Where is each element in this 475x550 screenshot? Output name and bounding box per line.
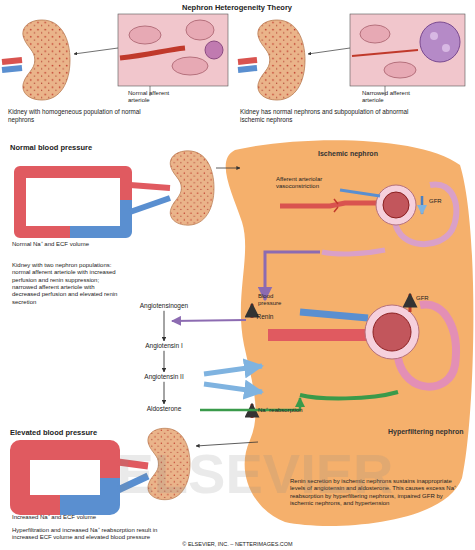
text-label: GFR [416, 295, 436, 302]
text-label: Elevated blood pressure [10, 428, 130, 437]
text-label: Hyperfiltration and increased Na⁺ reabso… [12, 527, 170, 542]
ischemic-nephron-drawing [280, 184, 456, 254]
text-label: Na⁺ reabsorption [258, 407, 318, 414]
text-label: Kidney has normal nephrons and subpopula… [240, 108, 430, 123]
text-label: Increased Na⁺ and ECF volume [12, 514, 112, 521]
zoom-arrow [74, 48, 118, 54]
vein-loop [70, 200, 126, 232]
afferent-arteriole [280, 203, 378, 206]
watermark: ELSEVIER [95, 440, 415, 508]
text-label: Narrowed afferent arteriole [362, 90, 422, 105]
renin-release-arrow [265, 252, 320, 300]
text-label: Afferent arteriolar vasoconstriction [276, 176, 336, 191]
gfr-up-arrow [409, 294, 412, 312]
tubule [384, 62, 416, 78]
text-label: Kidney with two nephron populations: nor… [12, 262, 124, 306]
artery-loop [20, 450, 110, 505]
bowman-capsule [365, 305, 419, 359]
pathway-step: Renin [248, 313, 282, 321]
pathway-step: Angiotensinogen [122, 302, 206, 310]
tubule [322, 250, 385, 254]
kidney [23, 20, 70, 100]
node-text: Aldosterone [127, 405, 201, 413]
capillary [430, 32, 438, 40]
angiotensin-arrow [204, 366, 262, 374]
glomerulus [383, 192, 409, 218]
micrograph-ischemic [350, 14, 465, 96]
afferent-arteriole [268, 329, 368, 341]
renal-vein [238, 68, 257, 70]
text-label: Normal blood pressure [10, 143, 130, 152]
afferent-arteriole [120, 48, 185, 58]
constriction-mark [334, 199, 338, 212]
text-label: Kidney with homogeneous population of no… [8, 108, 148, 123]
micrograph-frame [350, 14, 465, 86]
kidney [170, 151, 214, 225]
glomerulus [373, 313, 411, 351]
pathway-arrow [164, 311, 165, 341]
distal-tubule [300, 392, 398, 398]
tubule [129, 26, 161, 44]
text-label: Ischemic nephron [318, 150, 408, 159]
pathway-step: Angiotensin I [127, 342, 201, 350]
renal-vein [2, 68, 22, 70]
efferent-arteriole [340, 190, 380, 196]
hyperfiltering-nephron-drawing [252, 294, 456, 418]
normal-circulation [20, 151, 214, 232]
angiotensin-arrow [204, 384, 262, 392]
node-text: Angiotensin I [127, 342, 201, 350]
kidney [258, 20, 305, 100]
pathway-arrow [164, 351, 165, 372]
node-text: Angiotensinogen [122, 302, 206, 310]
narrowed-arteriole [352, 50, 418, 56]
pathway-step: Aldosterone [127, 405, 201, 413]
bowman-capsule [376, 185, 416, 225]
text-label: Normal afferent arteriole [128, 90, 188, 105]
artery-loop [20, 172, 126, 232]
text-label: Hyperfiltering nephron [388, 428, 468, 437]
text-label: Normal Na⁺ and ECF volume [12, 241, 102, 248]
micrograph-frame [118, 14, 228, 86]
pathway-arrow [164, 382, 165, 404]
top-kidney-normal [2, 20, 70, 100]
node-text: Renin [248, 313, 282, 321]
pressure-up-arrow [251, 304, 254, 318]
capillary [442, 44, 450, 52]
tubule [360, 25, 390, 43]
text-label: Blood pressure [258, 293, 298, 308]
renal-artery [238, 60, 257, 62]
vein-loop [60, 478, 110, 505]
renal-vein [130, 198, 170, 212]
copyright-caption: © ELSEVIER, INC. – NETTERIMAGES.COM [140, 541, 335, 548]
renin-action-arrow [172, 320, 246, 321]
micrograph-normal [118, 14, 228, 96]
efferent-arteriole [300, 312, 368, 318]
glomerulus [420, 22, 460, 62]
tubule [186, 20, 214, 40]
top-kidney-mixed [238, 20, 305, 100]
tubule [172, 57, 208, 75]
node-text: Angiotensin II [127, 373, 201, 381]
gfr-down-arrow [421, 196, 424, 214]
renal-artery [130, 185, 170, 188]
diagram-title: Nephron Heterogeneity Theory [137, 3, 337, 12]
glomerulus [205, 41, 223, 59]
renal-artery [2, 60, 22, 62]
zoom-arrow [308, 48, 350, 54]
flow-arrow [216, 168, 240, 169]
text-label: GFR [429, 198, 449, 205]
pathway-step: Angiotensin II [127, 373, 201, 381]
